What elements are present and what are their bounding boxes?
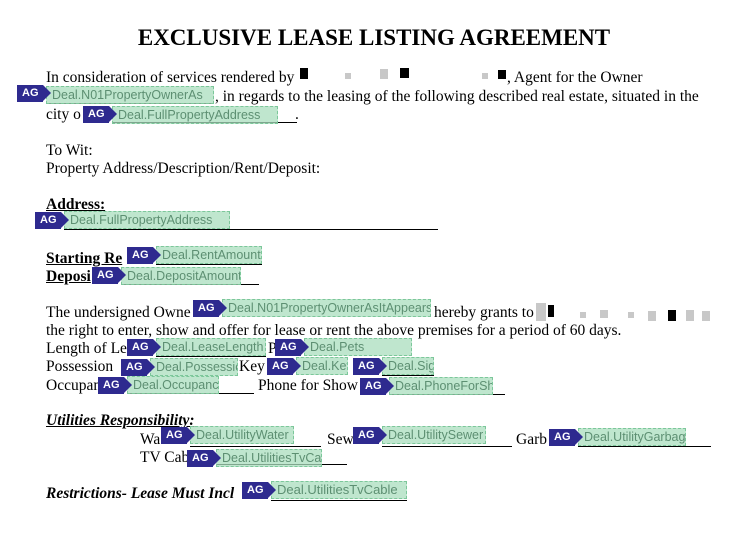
redaction-mark — [536, 303, 546, 321]
deposit-field[interactable]: Deal.DepositAmount — [121, 267, 241, 285]
grant-start: The undersigned Owne — [46, 304, 191, 321]
property-heading: Property Address/Description/Rent/Deposi… — [46, 160, 321, 177]
redaction-mark — [380, 69, 388, 79]
deposit-label: Deposi — [46, 268, 91, 285]
occupancy-field[interactable]: Deal.Occupancy — [127, 376, 219, 394]
pets-field[interactable]: Deal.Pets — [304, 338, 412, 356]
agent-tag: AG — [161, 427, 195, 444]
tv-field[interactable]: Deal.UtilitiesTvCable — [216, 449, 322, 467]
utilities-heading: Utilities Responsibility: — [46, 412, 195, 429]
intro-line3-start: city o — [46, 106, 81, 123]
phone-field[interactable]: Deal.PhoneForShowing — [389, 377, 493, 395]
redaction-mark — [686, 310, 694, 321]
address-field[interactable]: Deal.FullPropertyAddress — [64, 211, 230, 229]
redaction-mark — [668, 310, 676, 321]
pets-label: P — [268, 340, 277, 357]
water-field[interactable]: Deal.UtilityWater — [190, 426, 294, 444]
lease-length-field[interactable]: Deal.LeaseLength — [156, 338, 266, 356]
to-wit: To Wit: — [46, 142, 93, 159]
possession-label: Possession — [46, 358, 114, 375]
agent-tag: AG — [193, 300, 227, 317]
agent-tag: AG — [121, 359, 155, 376]
agent-tag: AG — [549, 429, 583, 446]
address-label: Address: — [46, 196, 106, 213]
agent-tag: AG — [17, 85, 51, 102]
redaction-mark — [400, 68, 409, 78]
city-address-field[interactable]: Deal.FullPropertyAddress — [112, 106, 278, 124]
garbage-field[interactable]: Deal.UtilityGarbage — [578, 428, 686, 446]
sewer-label: Sew — [327, 431, 354, 448]
agent-tag: AG — [275, 339, 309, 356]
phone-label: Phone for Show — [258, 377, 358, 394]
agent-tag: AG — [187, 450, 221, 467]
owner-as-field[interactable]: Deal.N01PropertyOwnerAs — [46, 86, 214, 104]
agent-tag: AG — [83, 106, 117, 123]
agent-tag: AG — [242, 482, 276, 499]
starting-rent-label: Starting Re — [46, 250, 123, 267]
length-label: Length of Le — [46, 340, 127, 357]
redaction-mark — [482, 73, 488, 79]
agent-tag: AG — [92, 267, 126, 284]
rent-field[interactable]: Deal.RentAmount — [156, 246, 262, 264]
intro-line1-end: , Agent for the Owner — [507, 69, 643, 86]
document-title: EXCLUSIVE LEASE LISTING AGREEMENT — [137, 25, 611, 50]
redaction-mark — [548, 305, 554, 317]
agent-tag: AG — [360, 378, 394, 395]
redaction-mark — [345, 73, 351, 79]
agent-tag: AG — [35, 212, 69, 229]
possession-field[interactable]: Deal.Possession — [150, 358, 238, 376]
agent-tag: AG — [353, 427, 387, 444]
garbage-label: Garb — [516, 431, 547, 448]
restrictions-field[interactable]: Deal.UtilitiesTvCable — [271, 481, 407, 499]
intro-line2-end: , in regards to the leasing of the follo… — [215, 88, 699, 105]
redaction-mark — [498, 70, 506, 79]
redaction-mark — [300, 68, 308, 79]
agent-tag: AG — [127, 339, 161, 356]
key-field[interactable]: Deal.Key — [296, 357, 348, 375]
agent-tag: AG — [127, 247, 161, 264]
agent-tag: AG — [267, 358, 301, 375]
tv-label: TV Cab — [140, 449, 190, 466]
redaction-mark — [600, 310, 608, 318]
intro-line1-start: In consideration of services rendered by — [46, 69, 295, 86]
agent-tag: AG — [98, 377, 132, 394]
sign-field[interactable]: Deal.Sign — [382, 357, 434, 375]
water-label: Wa — [140, 431, 161, 448]
redaction-mark — [648, 311, 656, 321]
redaction-mark — [580, 312, 586, 318]
agent-tag: AG — [353, 358, 387, 375]
redaction-mark — [628, 312, 634, 318]
redaction-mark — [702, 311, 710, 321]
sewer-field[interactable]: Deal.UtilitySewer — [382, 426, 486, 444]
intro-line3-end: . — [295, 106, 299, 123]
grant-line2: the right to enter, show and offer for l… — [46, 322, 622, 339]
restrictions-label: Restrictions- Lease Must Incl — [46, 485, 235, 502]
grant-end: hereby grants to — [434, 304, 534, 321]
key-label: Key — [239, 358, 265, 375]
occupancy-label: Occupan — [46, 377, 102, 394]
owner-appears-field[interactable]: Deal.N01PropertyOwnerAsItAppears — [222, 299, 431, 317]
